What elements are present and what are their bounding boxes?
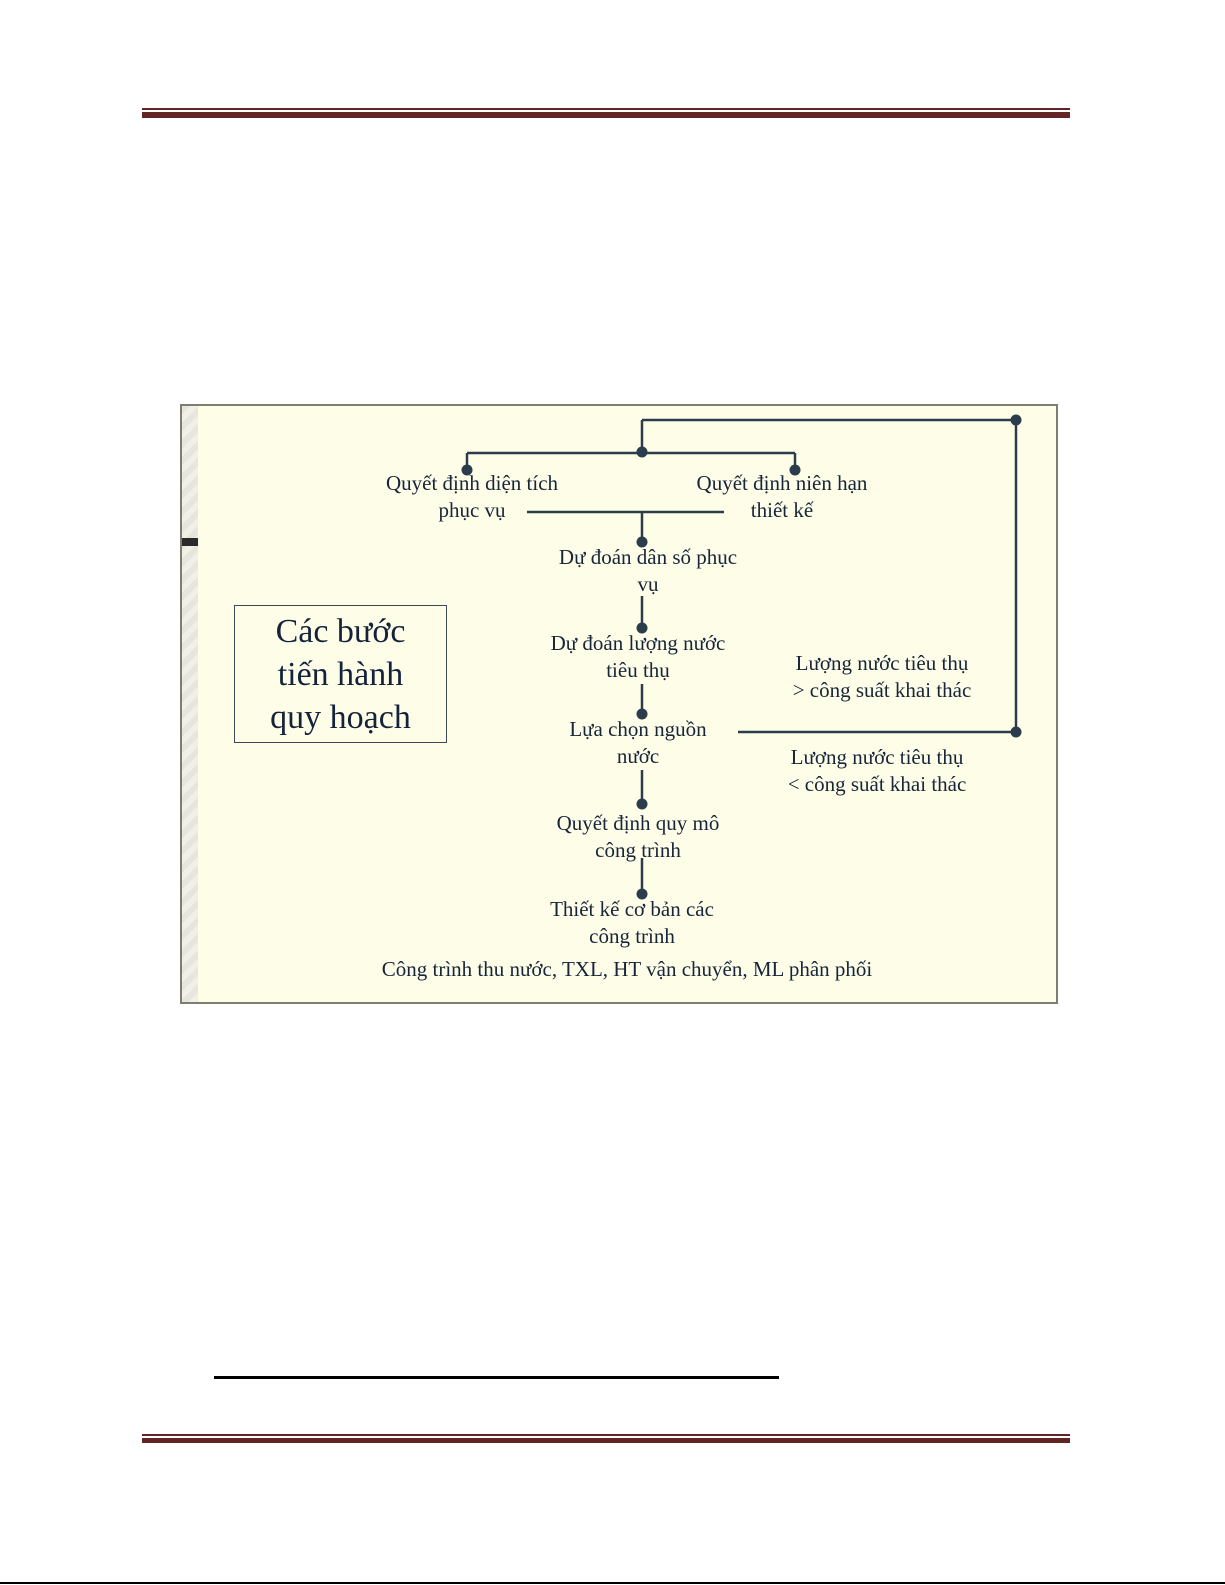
header-rule-thin [142, 108, 1070, 110]
flowchart-connectors [461, 414, 1022, 900]
footnote-separator [214, 1376, 779, 1379]
footer-rule-thick [142, 1438, 1070, 1443]
step-scale: Quyết định quy mô công trình [556, 811, 720, 862]
step-design: Thiết kế cơ bản các công trình [550, 897, 714, 948]
slide-title: Các bước tiến hành quy hoạch [270, 612, 411, 736]
header-rule-thick [142, 112, 1070, 118]
footer-note: Công trình thu nước, TXL, HT vận chuyển,… [381, 957, 873, 981]
step-source: Lựa chọn nguồn nước [569, 717, 707, 768]
slide-title-box: Các bước tiến hành quy hoạch [234, 605, 447, 743]
step-demand: Dự đoán lượng nước tiêu thụ [550, 631, 726, 682]
flowchart-slide: Các bước tiến hành quy hoạch Quyết định … [180, 404, 1058, 1004]
condition-less: Lượng nước tiêu thụ < công suất khai thá… [787, 745, 967, 796]
page-bottom-edge [0, 1582, 1225, 1584]
step-period: Quyết định niên hạn thiết kế [696, 471, 868, 522]
footer-rule-thin [142, 1434, 1070, 1436]
condition-greater: Lượng nước tiêu thụ > công suất khai thá… [792, 651, 972, 702]
slide-marker [182, 538, 198, 546]
step-population: Dự đoán dân số phục vụ [558, 545, 738, 596]
slide-left-edge [182, 406, 198, 1002]
step-area: Quyết định diện tích phục vụ [385, 471, 559, 522]
